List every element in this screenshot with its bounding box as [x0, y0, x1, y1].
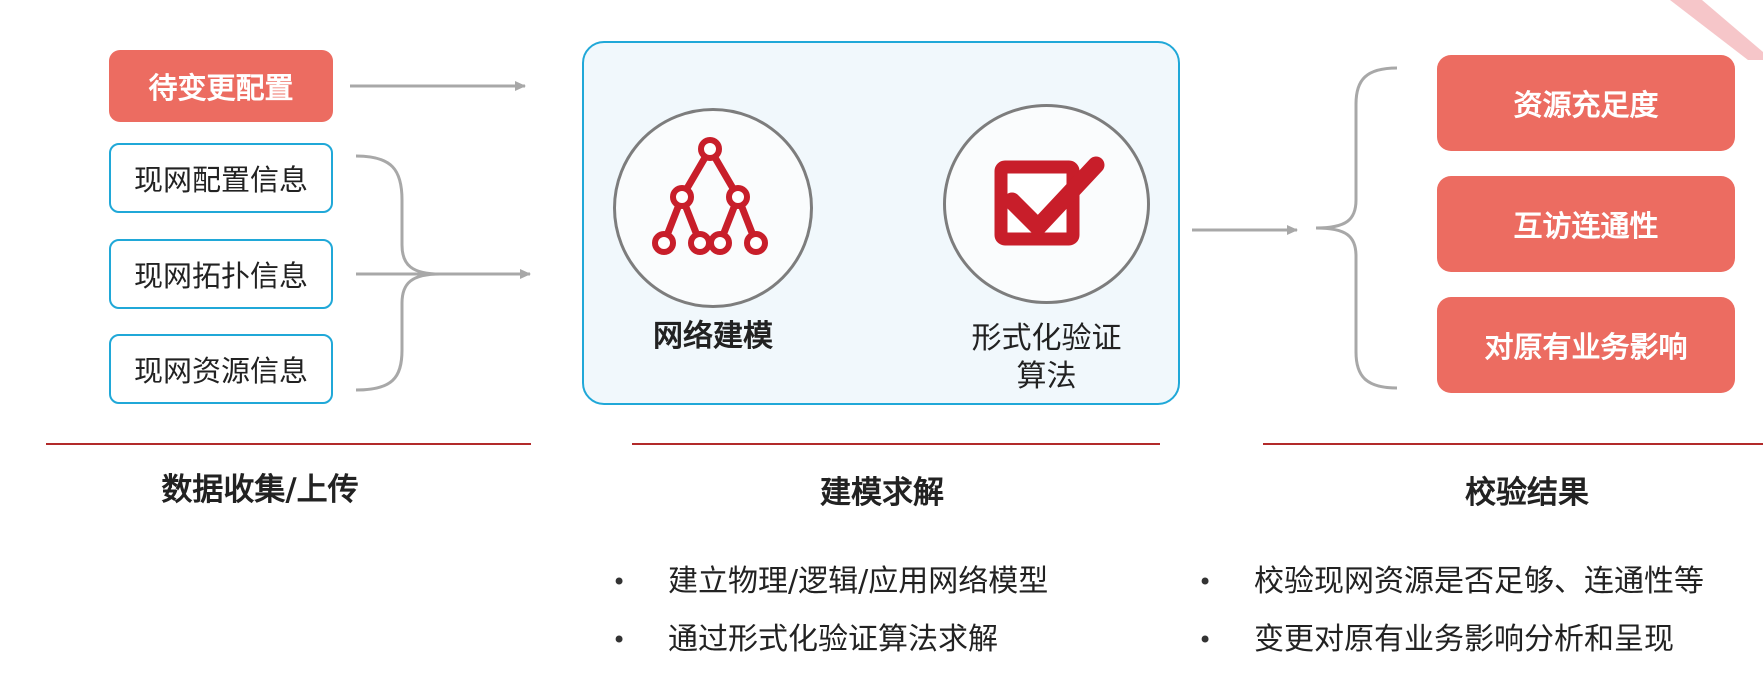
verify-bullet-item: 变更对原有业务影响分析和呈现	[1198, 611, 1704, 669]
solve-bullet-item: 通过形式化验证算法求解	[612, 611, 1048, 669]
section-title-verify: 校验结果	[1465, 475, 1589, 511]
results-brace	[1315, 66, 1398, 390]
result-business-impact: 对原有业务影响	[1437, 297, 1735, 393]
formal-verification-circle	[943, 104, 1150, 304]
solve-bullet-item: 建立物理/逻辑/应用网络模型	[612, 553, 1048, 611]
formal-verification-label: 形式化验证 算法	[943, 320, 1150, 396]
tree-network-icon	[652, 137, 768, 255]
current-resources-box: 现网资源信息	[109, 334, 333, 404]
solve-bullet-list: 建立物理/逻辑/应用网络模型 通过形式化验证算法求解	[612, 553, 1048, 669]
formal-verification-label-line2: 算法	[1016, 359, 1077, 394]
formal-verification-label-line1: 形式化验证	[971, 321, 1122, 356]
verify-bullet-list: 校验现网资源是否足够、连通性等 变更对原有业务影响分析和呈现	[1198, 553, 1704, 669]
result-resource-sufficiency: 资源充足度	[1437, 55, 1735, 151]
corner-decoration	[1670, 0, 1763, 60]
section-title-collect: 数据收集/上传	[161, 472, 359, 508]
section-divider-solve	[632, 443, 1160, 445]
section-divider-verify	[1263, 443, 1763, 445]
current-topology-box: 现网拓扑信息	[109, 239, 333, 309]
current-config-box: 现网配置信息	[109, 143, 333, 213]
network-model-label: 网络建模	[653, 319, 773, 354]
result-connectivity: 互访连通性	[1437, 176, 1735, 272]
section-title-solve: 建模求解	[820, 475, 944, 511]
pending-config-box: 待变更配置	[109, 50, 333, 122]
verify-bullet-item: 校验现网资源是否足够、连通性等	[1198, 553, 1704, 611]
checkbox-check-icon	[994, 156, 1105, 246]
section-divider-collect	[46, 443, 531, 445]
network-model-circle	[613, 108, 813, 308]
